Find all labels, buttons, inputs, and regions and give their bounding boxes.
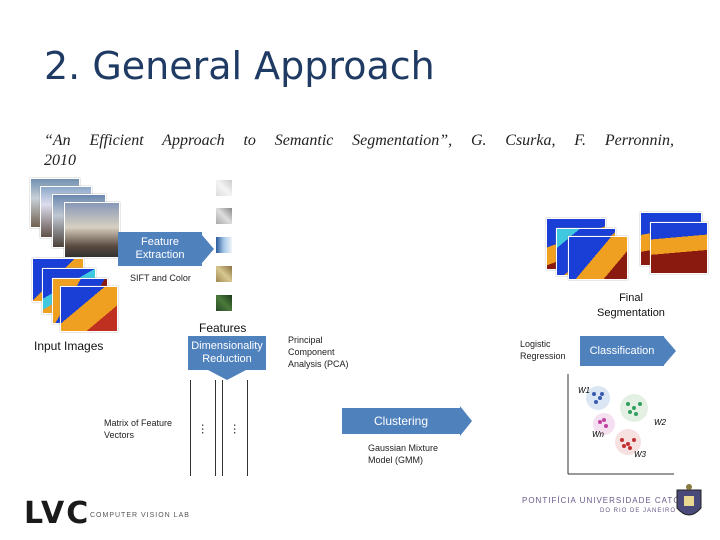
final-segmentation xyxy=(568,236,628,280)
pca-label: Principal Component Analysis (PCA) xyxy=(288,334,368,370)
clustering-arrowhead xyxy=(460,406,472,436)
dimensionality-reduction-label: Dimensionality Reduction xyxy=(188,340,266,366)
classification-arrowhead xyxy=(664,337,676,365)
input-segmentation xyxy=(60,286,118,332)
final-segmentation xyxy=(650,222,708,274)
slide-title: 2. General Approach xyxy=(44,44,435,88)
classification-arrow: Classification xyxy=(580,336,664,366)
dimensionality-reduction-arrowhead xyxy=(208,370,246,380)
feature-patch xyxy=(216,180,232,196)
matrix-ellipsis: … xyxy=(199,423,213,435)
feature-patch xyxy=(216,266,232,282)
feature-patch xyxy=(216,237,232,253)
feature-patch xyxy=(216,295,232,311)
matrix-ellipsis: … xyxy=(231,423,245,435)
classification-label: Classification xyxy=(590,345,655,358)
dimensionality-reduction-arrow: Dimensionality Reduction xyxy=(188,336,266,370)
clustering-arrow: Clustering xyxy=(342,408,460,434)
w1-label: W1 xyxy=(578,386,590,395)
feature-patch xyxy=(216,208,232,224)
input-photo xyxy=(64,202,120,258)
sift-color-label: SIFT and Color xyxy=(130,272,191,284)
lvc-subtitle: COMPUTER VISION LAB xyxy=(90,512,190,519)
clustering-label: Clustering xyxy=(374,415,428,428)
lvc-logo: LVC xyxy=(24,496,90,531)
input-images-label: Input Images xyxy=(34,339,103,353)
logistic-regression-label: Logistic Regression xyxy=(520,338,570,362)
citation-year: 2010 xyxy=(44,152,76,170)
feature-extraction-arrow: Feature Extraction xyxy=(118,232,202,266)
final-segmentation-label: Final Segmentation xyxy=(586,291,676,321)
citation: “An Efficient Approach to Semantic Segme… xyxy=(44,130,674,152)
wn-label: Wn xyxy=(592,430,604,439)
features-label: Features xyxy=(199,321,246,335)
matrix-label: Matrix of Feature Vectors xyxy=(104,417,184,441)
feature-extraction-arrowhead xyxy=(202,235,214,263)
w3-label: W3 xyxy=(634,450,646,459)
gmm-label: Gaussian Mixture Model (GMM) xyxy=(368,442,448,466)
w2-label: W2 xyxy=(654,418,666,427)
puc-crest-icon xyxy=(674,484,704,524)
feature-extraction-label: Feature Extraction xyxy=(118,236,202,262)
puc-logo-line2: DO RIO DE JANEIRO xyxy=(600,508,676,514)
